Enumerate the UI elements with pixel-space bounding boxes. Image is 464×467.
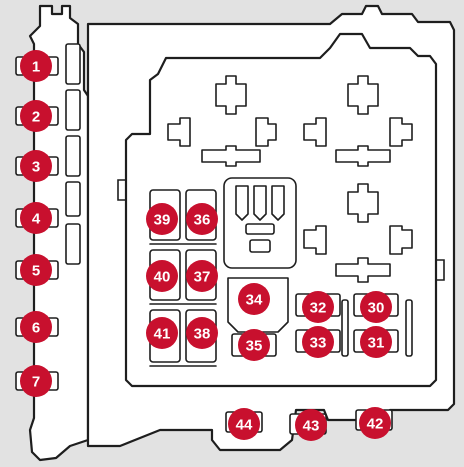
fuse-badge-3: 3 — [20, 150, 52, 182]
fuse-number-label: 3 — [32, 159, 40, 176]
fuse-number-label: 6 — [32, 320, 40, 337]
fuse-badge-circle — [20, 50, 52, 82]
fuse-badge-circle — [20, 365, 52, 397]
fuse-badge-circle — [238, 329, 270, 361]
panel-notch — [117, 179, 127, 201]
fuse-number-label: 32 — [310, 300, 327, 317]
fuse-badge-32: 32 — [302, 291, 334, 323]
fuse-number-label: 35 — [246, 338, 263, 355]
fuse-number-label: 38 — [194, 326, 211, 343]
fuse-badge-44: 44 — [228, 408, 260, 440]
fuse-badge-37: 37 — [186, 260, 218, 292]
left-strip-slots — [65, 43, 81, 265]
fuse-badge-4: 4 — [20, 202, 52, 234]
fuse-badge-circle — [295, 409, 327, 441]
fuse-badge-1: 1 — [20, 50, 52, 82]
fuse-number-label: 1 — [32, 59, 40, 76]
fuse-badge-39: 39 — [146, 203, 178, 235]
fuse-number-label: 2 — [32, 109, 40, 126]
fuse-badge-40: 40 — [146, 260, 178, 292]
fuse-badge-circle — [359, 407, 391, 439]
fuse-number-label: 31 — [368, 335, 385, 352]
fuse-badge-circle — [228, 408, 260, 440]
fuse-badge-41: 41 — [146, 317, 178, 349]
fuse-number-label: 33 — [310, 335, 327, 352]
fuse-badge-circle — [20, 100, 52, 132]
fuse-number-label: 4 — [32, 211, 41, 228]
fuse-badge-circle — [238, 283, 270, 315]
fuse-badge-circle — [302, 291, 334, 323]
fuse-badge-circle — [20, 254, 52, 286]
fuse-badge-circle — [360, 291, 392, 323]
fuse-badge-circle — [186, 260, 218, 292]
fuse-number-label: 43 — [303, 418, 320, 435]
fuse-badge-42: 42 — [359, 407, 391, 439]
fuse-number-label: 42 — [367, 416, 384, 433]
fuse-badge-7: 7 — [20, 365, 52, 397]
fuse-badge-30: 30 — [360, 291, 392, 323]
fuse-badge-34: 34 — [238, 283, 270, 315]
fuse-badge-5: 5 — [20, 254, 52, 286]
fuse-number-label: 44 — [236, 417, 253, 434]
fuse-number-label: 40 — [154, 269, 171, 286]
fuse-badge-circle — [186, 203, 218, 235]
fuse-badge-36: 36 — [186, 203, 218, 235]
fuse-number-label: 36 — [194, 212, 211, 229]
fuse-number-label: 34 — [246, 292, 263, 309]
fuse-badge-2: 2 — [20, 100, 52, 132]
fuse-badge-31: 31 — [360, 326, 392, 358]
fuse-badge-circle — [146, 260, 178, 292]
fuse-badge-35: 35 — [238, 329, 270, 361]
fuse-badge-circle — [20, 202, 52, 234]
fuse-badge-circle — [146, 203, 178, 235]
fuse-number-label: 5 — [32, 263, 40, 280]
fuse-number-label: 30 — [368, 300, 385, 317]
fuse-badge-6: 6 — [20, 311, 52, 343]
fuse-badge-33: 33 — [302, 326, 334, 358]
relay-sockets — [167, 75, 413, 283]
fuse-badge-circle — [186, 317, 218, 349]
fuse-badge-circle — [20, 311, 52, 343]
fuse-badge-circle — [302, 326, 334, 358]
fuse-badge-43: 43 — [295, 409, 327, 441]
fuse-number-label: 7 — [32, 374, 40, 391]
fuse-badge-circle — [20, 150, 52, 182]
fuse-badge-circle — [360, 326, 392, 358]
panel-notch — [435, 259, 445, 281]
fuse-badge-38: 38 — [186, 317, 218, 349]
central-relay — [223, 177, 297, 269]
fuse-badge-circle — [146, 317, 178, 349]
fuse-number-label: 41 — [154, 326, 171, 343]
fuse-number-label: 39 — [154, 212, 171, 229]
fuse-number-label: 37 — [194, 269, 211, 286]
